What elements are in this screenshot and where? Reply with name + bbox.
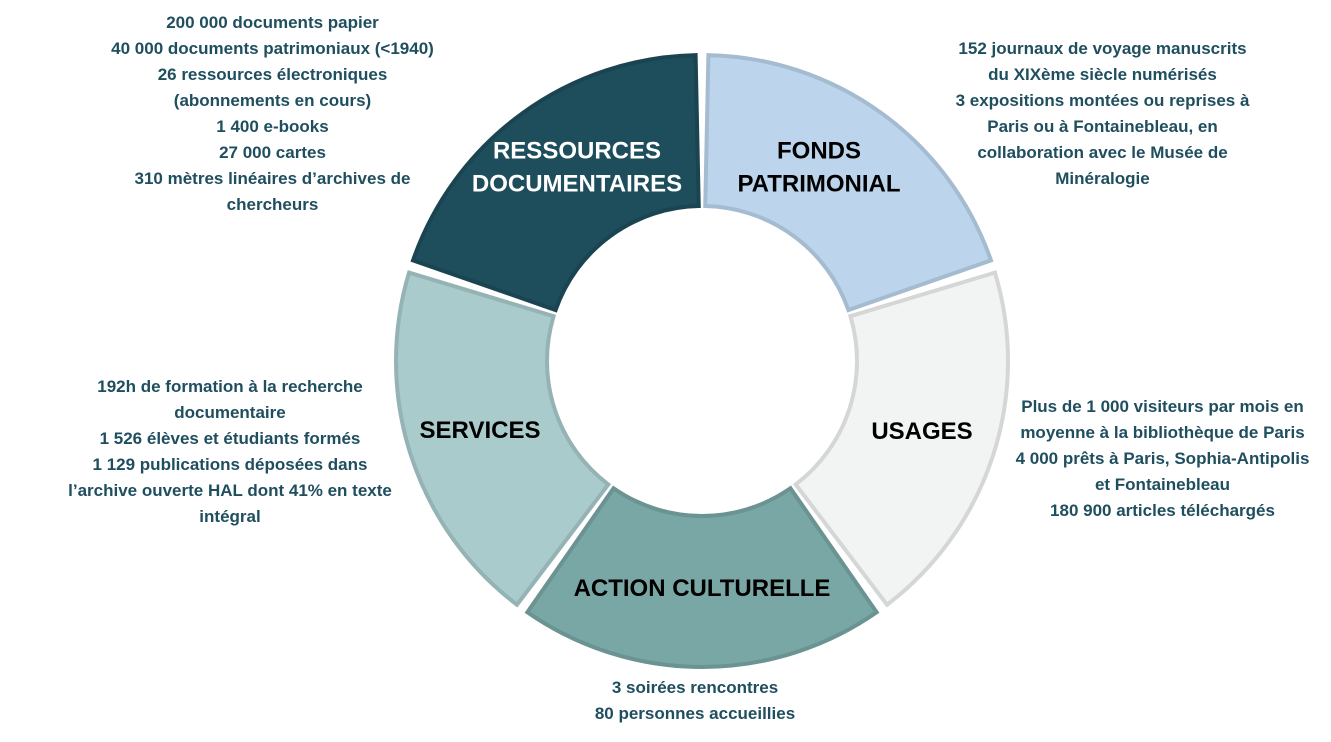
- detail-line: 180 900 articles téléchargés: [1050, 501, 1275, 520]
- details-fonds: 152 journaux de voyage manuscrits du XIXè…: [900, 36, 1305, 192]
- segment-label-ressources: RESSOURCES DOCUMENTAIRES: [472, 138, 682, 198]
- detail-line: 26 ressources électroniques: [157, 65, 388, 84]
- detail-line: Paris ou à Fontainebleau, en: [987, 117, 1218, 136]
- detail-line: 40 000 documents patrimoniaux (<1940): [111, 39, 434, 58]
- detail-line: l’archive ouverte HAL dont 41% en texte: [68, 481, 392, 500]
- detail-line: Plus de 1 000 visiteurs par mois en: [1021, 397, 1304, 416]
- detail-line: 1 400 e-books: [216, 117, 329, 136]
- detail-line: du XIXème siècle numérisés: [988, 65, 1217, 84]
- detail-line: 4 000 prêts à Paris, Sophia-Antipolis: [1015, 449, 1310, 468]
- ring-segment-fonds: [703, 53, 994, 313]
- segment-label-line: DOCUMENTAIRES: [472, 171, 682, 198]
- segment-label-action: ACTION CULTURELLE: [574, 575, 831, 602]
- detail-line: (abonnements en cours): [173, 91, 372, 110]
- segment-label-line: ACTION CULTURELLE: [574, 575, 831, 602]
- detail-line: 1 129 publications déposées dans: [92, 455, 368, 474]
- ring-segment-ressources: [410, 53, 701, 313]
- detail-line: moyenne à la bibliothèque de Paris: [1020, 423, 1305, 442]
- segment-label-services: SERVICES: [420, 417, 541, 444]
- detail-line: 27 000 cartes: [219, 143, 326, 162]
- detail-line: collaboration avec le Musée de: [977, 143, 1228, 162]
- detail-line: 200 000 documents papier: [166, 13, 379, 32]
- detail-line: 310 mètres linéaires d’archives de: [134, 169, 411, 188]
- detail-line: 152 journaux de voyage manuscrits: [958, 39, 1247, 58]
- detail-line: chercheurs: [226, 195, 319, 214]
- segment-label-line: SERVICES: [420, 417, 541, 444]
- segment-label-line: FONDS: [777, 138, 861, 165]
- detail-line: 3 soirées rencontres: [611, 678, 779, 697]
- segment-label-line: RESSOURCES: [493, 138, 661, 165]
- detail-line: 3 expositions montées ou reprises à: [955, 91, 1250, 110]
- segment-label-line: PATRIMONIAL: [737, 171, 900, 198]
- ring-segment-action: [524, 485, 880, 669]
- detail-line: et Fontainebleau: [1094, 475, 1231, 494]
- ring-segment-services: [394, 270, 612, 608]
- detail-line: 1 526 élèves et étudiants formés: [99, 429, 361, 448]
- detail-line: documentaire: [174, 403, 286, 422]
- ring-segment-usages: [792, 270, 1010, 608]
- details-action: 3 soirées rencontres 80 personnes accueil…: [540, 675, 850, 727]
- detail-line: 192h de formation à la recherche: [97, 377, 363, 396]
- details-services: 192h de formation à la recherche document…: [25, 374, 435, 530]
- detail-line: Minéralogie: [1055, 169, 1150, 188]
- detail-line: intégral: [199, 507, 261, 526]
- segment-label-line: USAGES: [871, 418, 972, 445]
- segment-label-usages: USAGES: [871, 418, 972, 445]
- details-usages: Plus de 1 000 visiteurs par mois en moyen…: [985, 394, 1331, 524]
- details-ressources: 200 000 documents papier 40 000 documents…: [70, 10, 475, 218]
- segment-label-fonds: FONDS PATRIMONIAL: [737, 138, 900, 198]
- detail-line: 80 personnes accueillies: [594, 704, 796, 723]
